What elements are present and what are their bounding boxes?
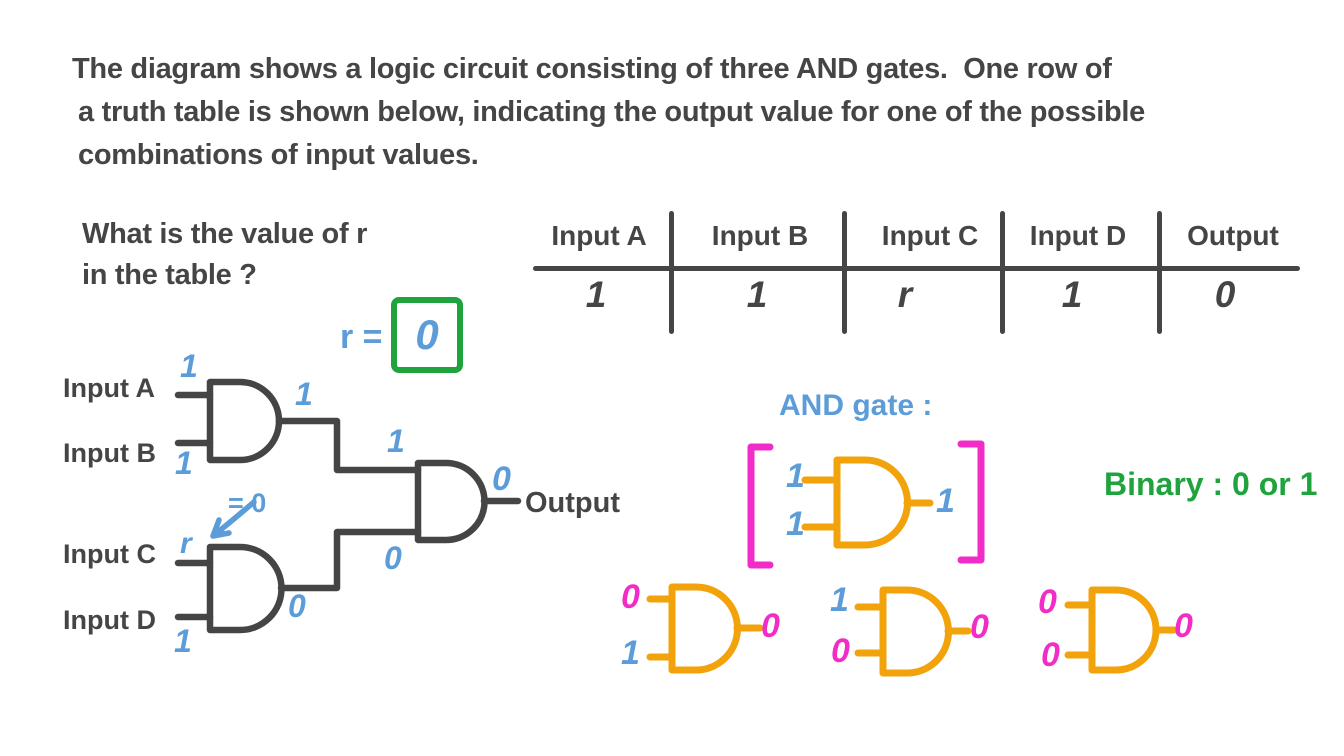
case1-output-value: 0 — [761, 607, 780, 645]
case2-input1-value: 1 — [830, 581, 849, 619]
answer-box: 0 — [391, 297, 463, 373]
and-gate-legend — [833, 456, 911, 549]
table-header-input-a: Input A — [551, 220, 647, 251]
question-line-2: in the table ? — [82, 259, 257, 291]
output-label: Output — [525, 487, 621, 519]
case2-input2-value: 0 — [831, 632, 850, 670]
and-gate-case1 — [668, 583, 741, 674]
table-divider-2 — [842, 211, 847, 334]
case3-input-wires — [1064, 601, 1096, 659]
wire-gate2-to-gate3 — [277, 528, 422, 592]
gate1-output-value: 1 — [295, 376, 313, 412]
input-c-annotation: = 0 — [228, 488, 267, 518]
input-d-label: Input D — [63, 605, 156, 635]
gate2-output-value: 0 — [288, 588, 306, 624]
and-gate-2 — [206, 543, 285, 634]
wire-bottom-value: 0 — [384, 540, 402, 576]
final-output-value: 0 — [492, 460, 511, 498]
input-d-value: 1 — [174, 623, 192, 659]
case2-input-wires — [854, 603, 887, 657]
case3-input2-value: 0 — [1041, 636, 1060, 674]
intro-line-2: a truth table is shown below, indicating… — [78, 96, 1146, 128]
case2-output-value: 0 — [970, 608, 989, 646]
input-a-label: Input A — [63, 373, 155, 403]
and-gate-1 — [206, 378, 283, 464]
answer-value: 0 — [415, 310, 439, 358]
table-divider-3 — [1000, 211, 1005, 334]
table-divider-4 — [1157, 211, 1162, 334]
table-header-input-b: Input B — [711, 220, 809, 251]
input-c-value: r — [180, 527, 192, 560]
table-cell-input-c: r — [897, 274, 913, 315]
case1-input1-value: 0 — [621, 578, 640, 616]
legend-title: AND gate : — [779, 389, 933, 422]
table-cell-input-b: 1 — [746, 274, 768, 315]
table-header-rule — [533, 266, 1300, 271]
question-line-1: What is the value of r — [82, 218, 368, 250]
intro-line-1: The diagram shows a logic circuit consis… — [72, 53, 1112, 85]
case3-output-value: 0 — [1174, 607, 1193, 645]
case1-input2-value: 1 — [621, 634, 640, 672]
input-c-label: Input C — [63, 539, 156, 569]
table-cell-input-a: 1 — [585, 274, 607, 315]
table-header-output: Output — [1187, 220, 1279, 251]
legend-input1-value: 1 — [786, 457, 805, 495]
legend-gate-input-wires — [801, 476, 841, 531]
binary-note: Binary : 0 or 1 — [1104, 466, 1318, 502]
table-cell-input-d: 1 — [1061, 274, 1083, 315]
case3-input1-value: 0 — [1038, 583, 1057, 621]
table-header-input-c: Input C — [881, 220, 979, 251]
and-gate-3 — [414, 459, 488, 544]
table-header-input-d: Input D — [1029, 220, 1127, 251]
case1-input-wires — [646, 595, 676, 661]
and-gate-case3 — [1088, 586, 1160, 674]
wire-gate1-to-gate3 — [275, 417, 422, 474]
intro-line-3: combinations of input values. — [78, 139, 479, 171]
annotation-arrow-icon — [210, 499, 257, 539]
answer-label: r = — [340, 318, 383, 356]
input-b-value: 1 — [175, 445, 193, 481]
input-a-value: 1 — [180, 348, 198, 384]
input-b-label: Input B — [63, 438, 156, 468]
table-cell-output: 0 — [1214, 274, 1236, 315]
and-gate-case2 — [879, 586, 952, 677]
left-bracket — [747, 443, 774, 569]
legend-output-value: 1 — [936, 482, 955, 520]
legend-input2-value: 1 — [786, 505, 805, 543]
wire-top-value: 1 — [387, 423, 405, 459]
table-divider-1 — [669, 211, 674, 334]
right-bracket — [957, 440, 985, 564]
